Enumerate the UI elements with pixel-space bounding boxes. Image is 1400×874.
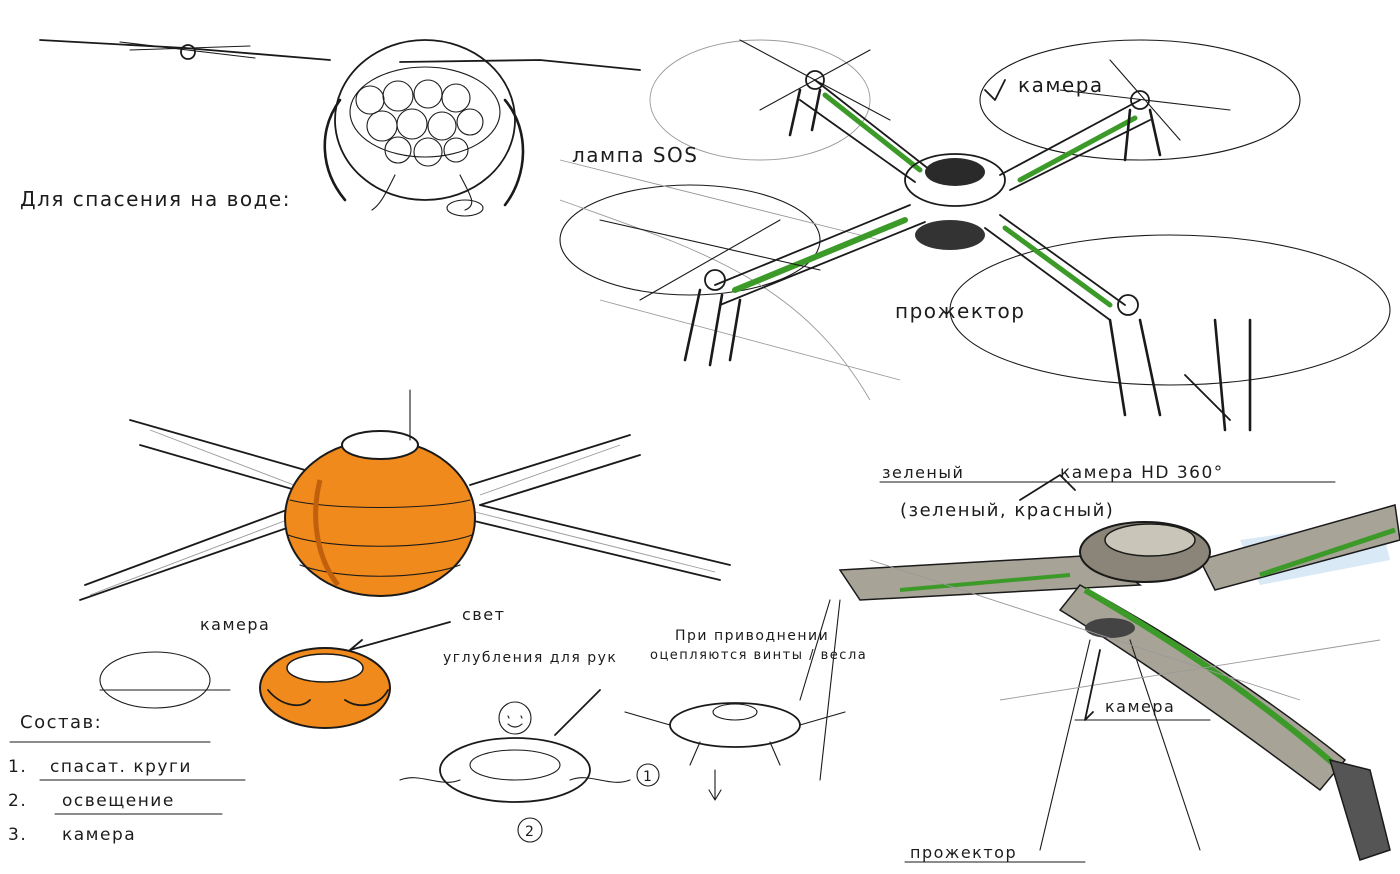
composition-item-2-num: 2. [8, 791, 27, 811]
composition-title: Состав: [20, 712, 102, 733]
label-br-camera: камера [1105, 697, 1175, 716]
sketch-quadcopter-top-right: камера прожектор лампа SOS [559, 39, 1391, 432]
label-color-1: зеленый [882, 463, 964, 482]
step-2-sketch: 2 [399, 689, 631, 843]
label-lamp-sos: лампа SOS [572, 143, 698, 167]
step-1-label: 1 [643, 769, 653, 785]
label-br-spotlight: прожектор [910, 843, 1017, 862]
step-2-label: 2 [525, 824, 535, 840]
composition-item-3: камера [62, 825, 136, 845]
composition-list: Состав: 1. спасат. круги 2. освещение 3.… [8, 712, 246, 845]
composition-item-2: освещение [62, 791, 175, 811]
label-landing-1: При приводнении [675, 628, 829, 644]
ball-cluster [355, 79, 484, 167]
caption-water-rescue: Для спасения на воде: [20, 187, 291, 211]
label-color-2: (зеленый, красный) [900, 500, 1114, 521]
label-camera-hd: камера HD 360° [1060, 463, 1224, 483]
label-grips: углубления для рук [443, 650, 617, 666]
step-1-sketch: 1 [624, 702, 846, 801]
sketch-rescue-drone-top-left: Для спасения на воде: [20, 39, 641, 217]
label-camera: камера [1018, 73, 1104, 97]
label-bl-camera: камера [200, 615, 270, 634]
label-light: свет [462, 605, 505, 624]
composition-item-1: спасат. круги [50, 757, 192, 777]
label-spotlight: прожектор [895, 299, 1026, 323]
sketch-grey-drone-bottom-right: зеленый камера HD 360° (зеленый, красный… [799, 463, 1400, 863]
composition-item-3-num: 3. [8, 825, 27, 845]
sketch-orange-drone-bottom-left: камера свет углубления для рук При приво… [8, 389, 866, 845]
composition-item-1-num: 1. [8, 757, 27, 777]
